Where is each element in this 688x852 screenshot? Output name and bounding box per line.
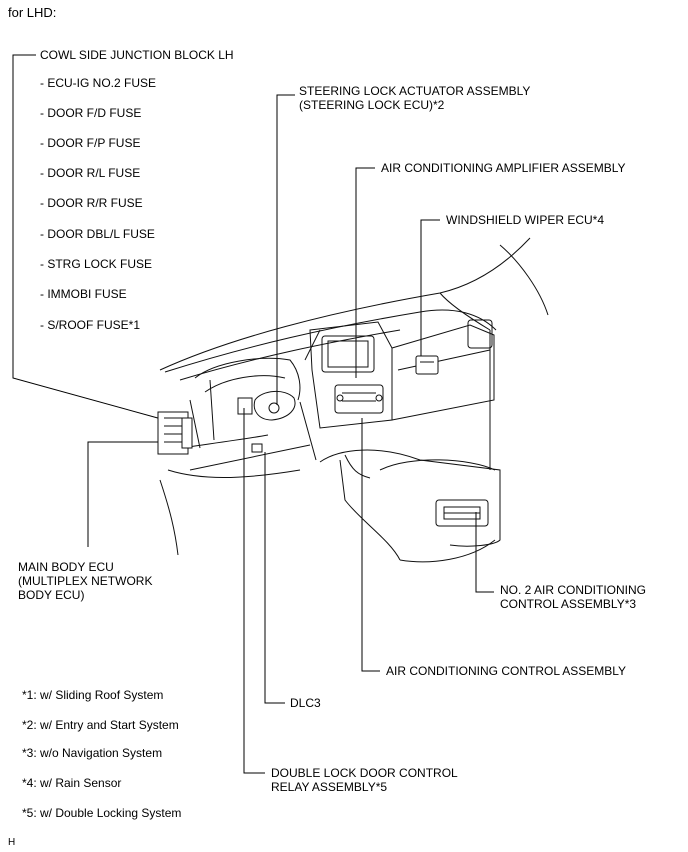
fuse-item: - DOOR R/R FUSE bbox=[40, 196, 143, 210]
footnote: *3: w/o Navigation System bbox=[22, 746, 163, 760]
main-body-ecu-label-2: (MULTIPLEX NETWORK bbox=[18, 574, 153, 588]
leader-ac-control bbox=[361, 418, 380, 672]
steering-lock-label: STEERING LOCK ACTUATOR ASSEMBLY bbox=[299, 84, 531, 98]
footnote: *2: w/ Entry and Start System bbox=[22, 718, 179, 732]
ac-amplifier-label: AIR CONDITIONING AMPLIFIER ASSEMBLY bbox=[381, 161, 626, 175]
double-lock-relay-label-2: RELAY ASSEMBLY*5 bbox=[271, 780, 388, 794]
page-title: for LHD: bbox=[8, 5, 57, 20]
fuse-item: - DOOR R/L FUSE bbox=[40, 166, 141, 180]
wiper-ecu-label: WINDSHIELD WIPER ECU*4 bbox=[446, 213, 605, 227]
dashboard-illustration bbox=[157, 237, 549, 563]
fuse-item: - DOOR DBL/L FUSE bbox=[40, 227, 155, 241]
fuse-item: - IMMOBI FUSE bbox=[40, 287, 127, 301]
fuse-item: - S/ROOF FUSE*1 bbox=[40, 318, 141, 332]
cowl-block-title: COWL SIDE JUNCTION BLOCK LH bbox=[40, 48, 234, 62]
fuse-item: - DOOR F/P FUSE bbox=[40, 136, 141, 150]
leader-steering-lock bbox=[276, 94, 295, 405]
footnote: *1: w/ Sliding Roof System bbox=[22, 688, 164, 702]
main-body-ecu-label: MAIN BODY ECU bbox=[18, 560, 114, 574]
main-body-ecu-label-3: BODY ECU) bbox=[18, 588, 85, 602]
footnote: *5: w/ Double Locking System bbox=[22, 806, 182, 820]
footnote: *4: w/ Rain Sensor bbox=[22, 776, 122, 790]
steering-lock-label-2: (STEERING LOCK ECU)*2 bbox=[299, 98, 445, 112]
leader-wiper-ecu bbox=[420, 219, 440, 356]
figure-code: H bbox=[8, 837, 16, 848]
leader-ac-amplifier bbox=[355, 167, 375, 378]
leader-main-body bbox=[87, 441, 163, 547]
dlc3-label: DLC3 bbox=[290, 696, 321, 710]
leader-dbl-lock bbox=[243, 408, 265, 774]
fuse-item: - ECU-IG NO.2 FUSE bbox=[40, 76, 157, 90]
leader-dlc3 bbox=[264, 452, 285, 704]
leader-no2-ac bbox=[475, 512, 494, 593]
leader-cowl-block bbox=[12, 54, 166, 421]
fuse-item: - STRG LOCK FUSE bbox=[40, 257, 153, 271]
fuse-item: - DOOR F/D FUSE bbox=[40, 106, 142, 120]
double-lock-relay-label: DOUBLE LOCK DOOR CONTROL bbox=[271, 766, 458, 780]
no2-ac-control-label-2: CONTROL ASSEMBLY*3 bbox=[500, 597, 637, 611]
no2-ac-control-label: NO. 2 AIR CONDITIONING bbox=[500, 583, 647, 597]
ac-control-label: AIR CONDITIONING CONTROL ASSEMBLY bbox=[386, 664, 627, 678]
